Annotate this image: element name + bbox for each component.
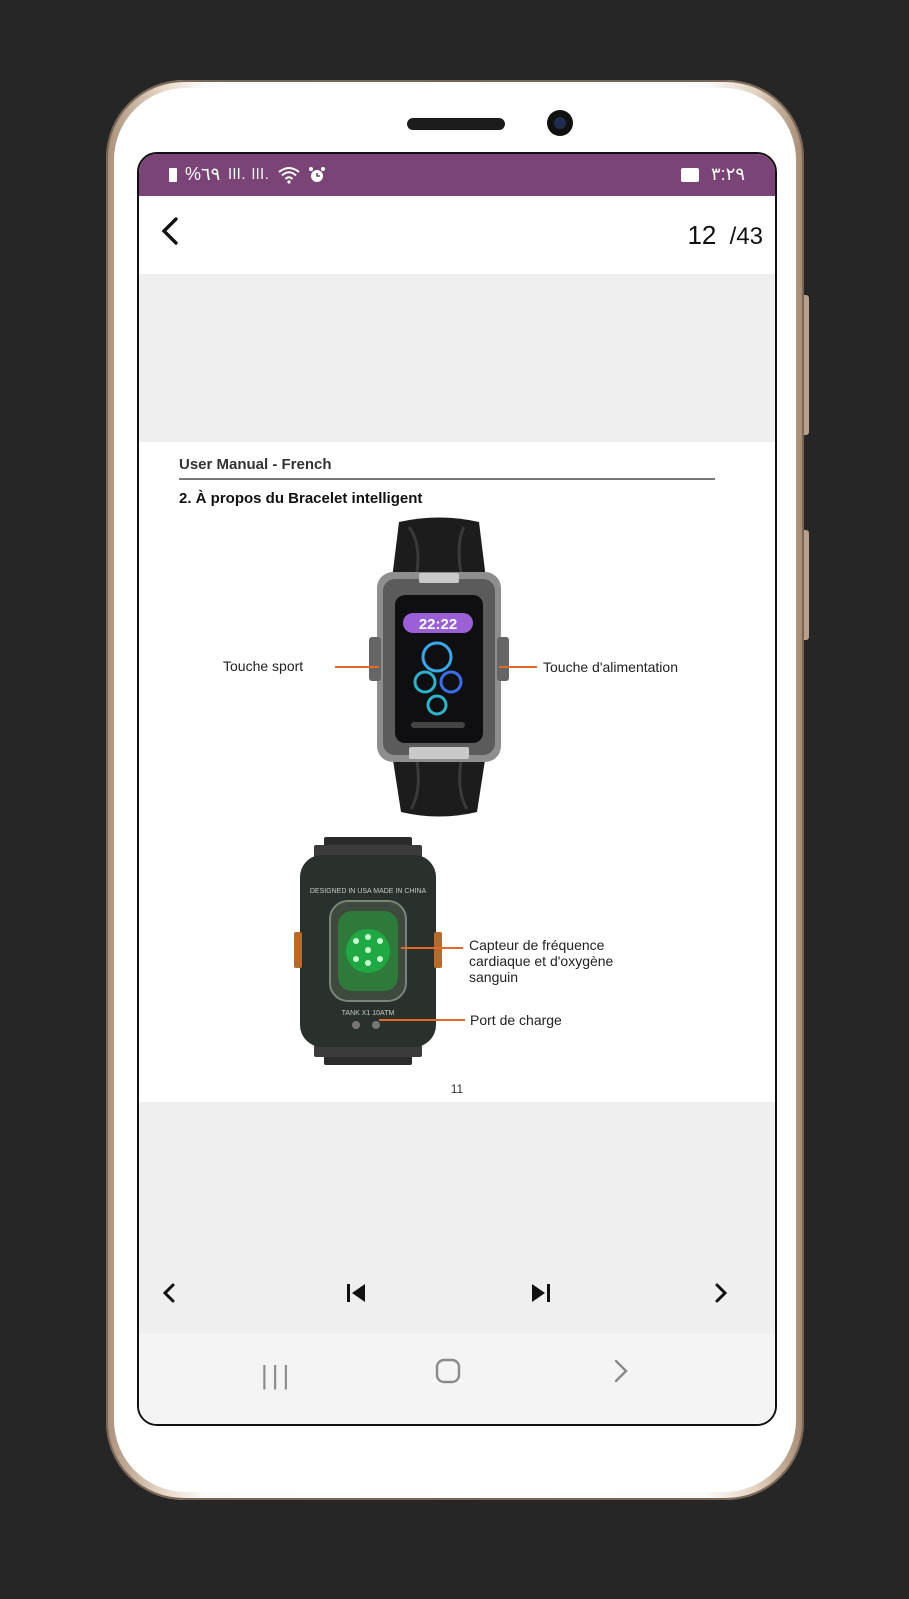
callout-line-sensor: [401, 947, 463, 949]
back-button[interactable]: [159, 216, 181, 252]
header-divider: [179, 478, 715, 480]
last-page-button[interactable]: [529, 1281, 553, 1311]
alarm-icon: [308, 166, 325, 182]
signal-icon: lll. lll.: [228, 166, 270, 183]
first-page-button[interactable]: [344, 1281, 368, 1311]
callout-line-sport: [335, 666, 379, 668]
prev-page-button[interactable]: [161, 1281, 177, 1311]
label-heart-rate-sensor: Capteur de fréquence cardiaque et d'oxyg…: [469, 937, 614, 985]
home-button[interactable]: [435, 1358, 461, 1391]
wifi-icon: [278, 166, 300, 184]
watch-display-time: 22:22: [419, 616, 457, 633]
label-power-button: Touche d'alimentation: [543, 659, 678, 675]
image-icon: [680, 167, 699, 182]
battery-level: %٦٩: [185, 164, 221, 184]
callout-line-charge: [379, 1019, 465, 1021]
chevron-right-icon: [715, 1283, 728, 1303]
front-camera: [547, 110, 573, 136]
battery-icon: [169, 167, 177, 182]
callout-line-power: [499, 666, 537, 668]
label-sport-button: Touche sport: [223, 658, 304, 674]
recents-icon: |||: [261, 1360, 294, 1390]
watch-back-image: DESIGNED IN USA MADE IN CHINA TANK X1 10…: [294, 837, 442, 1065]
system-back-button[interactable]: [613, 1358, 629, 1391]
recents-button[interactable]: |||: [261, 1360, 293, 1391]
app-bar: 12 /43: [139, 196, 775, 274]
system-navigation-bar: |||: [139, 1334, 775, 1424]
watch-front-image: 22:22: [369, 517, 509, 817]
status-bar: %٦٩ lll. lll. ٣:٢٩: [139, 154, 775, 196]
first-page-icon: [347, 1284, 365, 1302]
chevron-left-icon: [162, 1283, 175, 1303]
label-charge-port: Port de charge: [470, 1012, 562, 1028]
page-counter[interactable]: 12 /43: [687, 220, 763, 251]
earpiece-speaker: [407, 118, 505, 130]
page-number: 11: [450, 1082, 464, 1096]
last-page-icon: [532, 1284, 550, 1302]
total-pages: /43: [729, 223, 763, 250]
home-icon: [435, 1358, 461, 1384]
current-page: 12: [687, 220, 717, 250]
engraving-top: DESIGNED IN USA MADE IN CHINA: [310, 888, 427, 895]
pdf-viewer[interactable]: User Manual - French 2. À propos du Brac…: [139, 274, 775, 1334]
status-time: ٣:٢٩: [710, 164, 745, 184]
volume-button: [804, 295, 809, 435]
chevron-left-icon: [161, 217, 178, 245]
manual-header: User Manual - French: [179, 456, 332, 473]
engraving-bottom: TANK X1 10ATM: [342, 1010, 395, 1017]
back-icon: [614, 1359, 628, 1383]
pdf-page: User Manual - French 2. À propos du Brac…: [139, 442, 775, 1102]
power-button: [804, 530, 809, 640]
next-page-button[interactable]: [713, 1281, 729, 1311]
page-navigation: [139, 1259, 775, 1335]
section-title: 2. À propos du Bracelet intelligent: [179, 490, 423, 507]
screen: %٦٩ lll. lll. ٣:٢٩: [137, 152, 777, 1426]
